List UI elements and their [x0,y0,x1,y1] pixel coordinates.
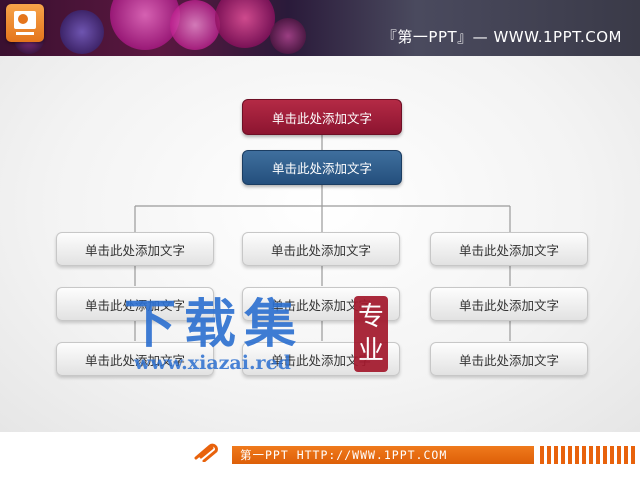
diagram-area: 单击此处添加文字 单击此处添加文字 单击此处添加文字 单击此处添加文字 单击此处… [0,56,640,432]
footer-url-text[interactable]: 第一PPT HTTP://WWW.1PPT.COM [240,448,448,462]
paperclip-icon [194,443,218,462]
column-1-node-2[interactable]: 单击此处添加文字 [56,287,214,321]
seal-char-bottom: 业 [357,336,384,366]
bokeh-light [215,0,275,48]
bokeh-light [60,10,104,54]
column-3-node-3[interactable]: 单击此处添加文字 [430,342,588,376]
connector-lines [134,134,511,341]
watermark-seal: 专 业 [354,296,388,372]
powerpoint-logo-icon [6,4,44,42]
second-level-node[interactable]: 单击此处添加文字 [242,150,402,185]
watermark-url: www.xiazai.red [134,352,291,374]
column-1-node-1[interactable]: 单击此处添加文字 [56,232,214,266]
watermark-title: 下载集 [124,294,305,355]
header-banner: 『第一PPT』— WWW.1PPT.COM [0,0,640,56]
bokeh-light [270,18,306,54]
column-1-node-3[interactable]: 单击此处添加文字 [56,342,214,376]
banner-title: 『第一PPT』— WWW.1PPT.COM [381,28,622,46]
column-2-node-1[interactable]: 单击此处添加文字 [242,232,400,266]
root-node[interactable]: 单击此处添加文字 [242,99,402,135]
bokeh-light [170,0,220,50]
footer-bar [232,446,534,464]
column-3-node-1[interactable]: 单击此处添加文字 [430,232,588,266]
footer-stripes [540,446,636,464]
seal-char-top: 专 [357,302,384,332]
column-3-node-2[interactable]: 单击此处添加文字 [430,287,588,321]
